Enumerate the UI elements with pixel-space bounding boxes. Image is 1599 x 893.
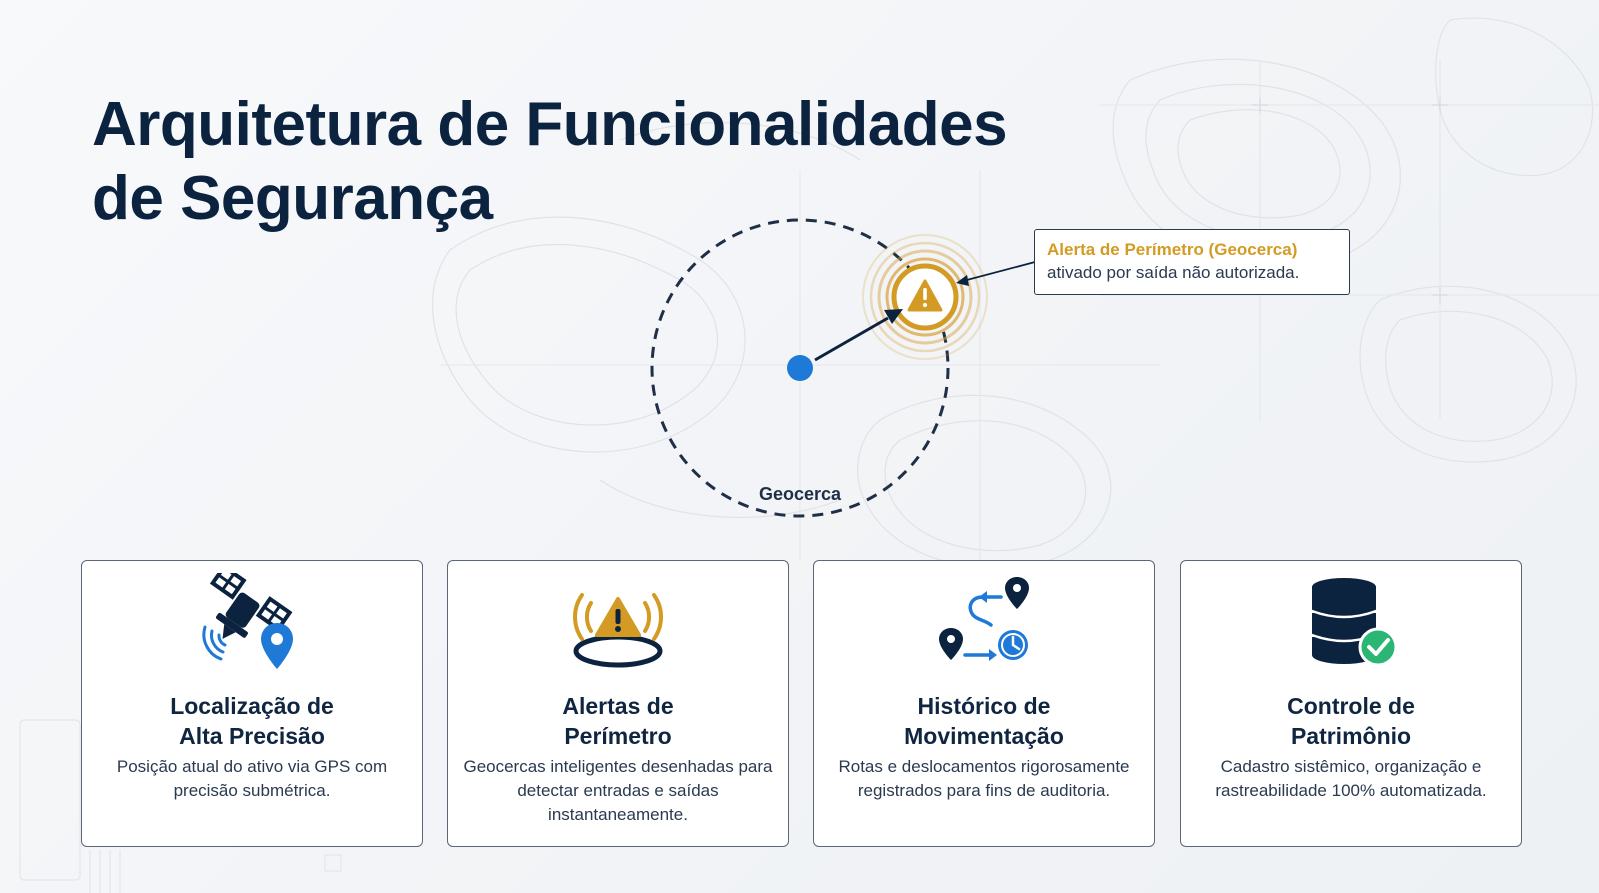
feature-card-description: Cadastro sistêmico, organização e rastre… (1215, 757, 1487, 800)
page-title: Arquitetura de Funcionalidades de Segura… (92, 88, 1008, 236)
feature-card-title: Localização de Alta Precisão (170, 693, 334, 749)
callout-text: ativado por saída não autorizada. (1047, 263, 1300, 282)
route-history-icon (814, 561, 1154, 691)
callout-title: Alerta de Perímetro (Geocerca) (1047, 240, 1298, 259)
feature-card-location: Localização de Alta Precisão Posição atu… (81, 560, 423, 847)
geofence-label: Geocerca (759, 484, 842, 504)
feature-card-description: Posição atual do ativo via GPS com preci… (116, 757, 388, 800)
feature-card-title: Alertas de Perímetro (562, 693, 674, 749)
asset-location-dot (787, 355, 813, 381)
movement-arrow (814, 316, 889, 362)
alert-pulse-rings (862, 234, 988, 360)
database-check-icon (1181, 561, 1521, 691)
perimeter-alert-callout: Alerta de Perímetro (Geocerca) ativado p… (1034, 229, 1350, 295)
feature-card-description: Geocercas inteligentes desenhadas para d… (463, 757, 773, 824)
perimeter-alert-icon (448, 561, 788, 691)
callout-leader-arrow-head (956, 275, 969, 286)
feature-card-asset-control: Controle de Patrimônio Cadastro sistêmic… (1180, 560, 1522, 847)
feature-card-movement-history: Histórico de Movimentação Rotas e desloc… (813, 560, 1155, 847)
page-title-line-1: Arquitetura de Funcionalidades (92, 90, 1008, 159)
warning-icon (907, 279, 943, 312)
satellite-gps-icon (82, 561, 422, 691)
feature-card-perimeter-alerts: Alertas de Perímetro Geocercas inteligen… (447, 560, 789, 847)
callout-leader-line (962, 261, 1036, 282)
feature-card-description: Rotas e deslocamentos rigorosamente regi… (838, 757, 1130, 800)
feature-card-title: Controle de Patrimônio (1287, 693, 1415, 749)
geofence-boundary (650, 218, 950, 518)
page-title-line-2: de Segurança (92, 164, 493, 233)
movement-arrow-head (884, 309, 903, 324)
feature-card-title: Histórico de Movimentação (904, 693, 1064, 749)
